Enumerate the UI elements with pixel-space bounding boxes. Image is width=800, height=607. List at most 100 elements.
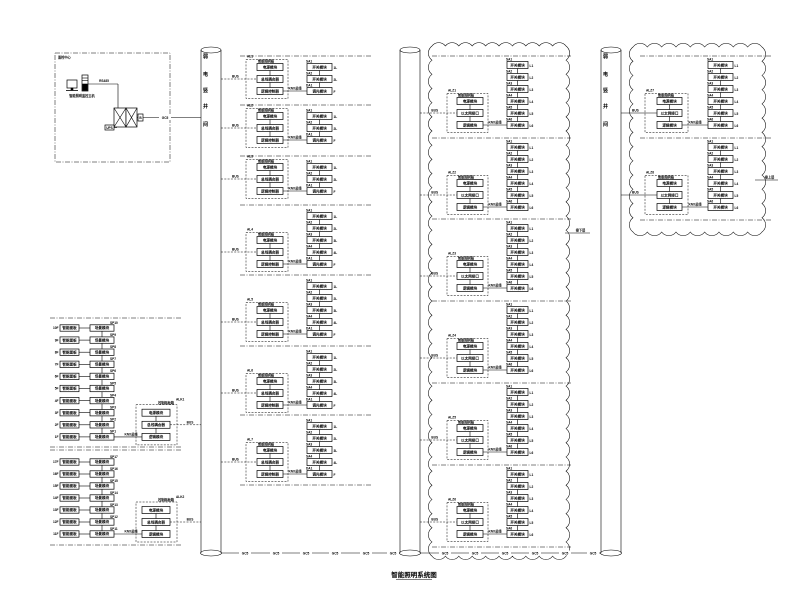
output-module-tag: SA1 — [306, 349, 312, 353]
output-module-tag: SA6 — [506, 117, 512, 121]
output-module-name: 开关模块 — [312, 176, 327, 181]
circuit-label: F — [334, 190, 336, 194]
panel-header: 智能照明箱 — [258, 232, 275, 237]
panel-group: 开关模块SA1L1开关模块SA2L2开关模块SA3L3开关模块SA4L4开关模块… — [420, 218, 571, 296]
circuit-label: 4L — [334, 321, 338, 325]
circuit-label: 1L — [334, 356, 338, 360]
output-module-tag: SA1 — [506, 139, 512, 143]
wall-panel-box — [59, 409, 80, 417]
circuit-label: L1 — [735, 146, 739, 150]
scene-module-label: 场景模块 — [95, 337, 110, 342]
circuit-label: F — [334, 404, 336, 408]
power-module: 电源模块 — [456, 179, 484, 187]
label-mask — [270, 550, 282, 556]
coupler-module-label: 总线耦合器 — [261, 319, 279, 324]
coupler-module: 以太网接口 — [456, 518, 484, 526]
output-module-name: 开关模块 — [510, 449, 525, 454]
circuit-label: 2L — [334, 437, 338, 441]
link-label: KNX总线 — [688, 120, 702, 125]
output-module-name: 开关模块 — [510, 249, 525, 254]
output-module-box — [506, 400, 529, 408]
output-module-box — [506, 318, 529, 326]
circuit-label: L6 — [530, 124, 534, 128]
output-module-tag: SA3 — [306, 373, 312, 377]
scene-module-box — [89, 458, 115, 466]
power-module-label: 电源模块 — [149, 507, 164, 512]
scene-module-label: 场景模块 — [95, 374, 110, 379]
wall-panel-label: 智能面板 — [61, 519, 77, 524]
circuit-label: 4L — [334, 251, 338, 255]
floor-label: 8F — [55, 350, 59, 354]
output-module-name: 开关模块 — [312, 225, 327, 230]
panel-group: 开关模块SA11L开关模块SA22L调光模块DA1FAL3智能照明箱电源模块总线… — [221, 155, 372, 199]
coupler-module-box — [256, 318, 284, 326]
link-label: KNX总线 — [688, 202, 702, 207]
circuit-label: L3 — [530, 88, 534, 92]
output-module-box — [306, 365, 333, 373]
wall-panel-label: 智能面板 — [61, 422, 77, 427]
revision-cloud — [428, 42, 570, 560]
output-module-name: 开关模块 — [510, 519, 525, 524]
output-module-name: 开关模块 — [312, 423, 327, 428]
coupler-module: 以太网接口 — [456, 354, 484, 362]
output-module-tag: SA5 — [506, 350, 512, 354]
output-module-tag: SA2 — [306, 220, 312, 224]
feed-label: BUS — [187, 421, 194, 425]
panel-header: 智能照明箱 — [458, 175, 475, 180]
output-module-name: 开关模块 — [312, 64, 327, 69]
output-module-box — [707, 97, 734, 105]
trunk-bus-label: GC5 — [329, 550, 341, 556]
output-module-name: 开关模块 — [510, 168, 525, 173]
output-module-box — [506, 248, 529, 256]
power-module-box — [256, 446, 284, 454]
label-mask — [529, 550, 541, 556]
wall-panel-box — [59, 324, 80, 332]
output-module-tag: SA1 — [306, 208, 312, 212]
power-module-box — [141, 506, 171, 514]
circuit-label: L3 — [530, 170, 534, 174]
coupler-module-label: 以太网接口 — [461, 437, 479, 442]
floor-label: 11F — [53, 532, 58, 536]
coupler-module-label: 总线耦合器 — [261, 176, 279, 181]
power-module-box — [456, 97, 484, 105]
link-label: KNX总线 — [488, 120, 502, 125]
circuit-label: L2 — [735, 158, 739, 162]
logic-module: 逻辑控制器 — [256, 87, 284, 95]
logic-module-label: 逻辑控制器 — [261, 402, 279, 407]
output-module-tag: SA1 — [306, 278, 312, 282]
power-module-label: 电源模块 — [263, 113, 278, 118]
panel-label: ALZ7 — [646, 89, 654, 93]
wall-panel-box — [59, 421, 80, 429]
panel-label: AL5 — [247, 298, 253, 302]
riser3-panels-column: 开关模块SA1L1开关模块SA2L2开关模块SA3L3开关模块SA4L4开关模块… — [621, 55, 778, 221]
power-module-box — [141, 408, 171, 417]
output-module-name: 开关模块 — [510, 204, 525, 209]
circuit-label: L5 — [735, 194, 739, 198]
output-module-tag: SA4 — [506, 93, 512, 97]
output-module-name: 调光模块 — [312, 261, 327, 266]
link-label: KNX总线 — [124, 529, 138, 534]
output-module-name: 开关模块 — [510, 285, 525, 290]
trunk-bus-label: GC5 — [469, 550, 481, 556]
power-module-label: 电源模块 — [263, 447, 278, 452]
trunk-label: GC5 — [162, 116, 169, 120]
feed-label: BUS — [431, 354, 438, 358]
output-module-box — [506, 506, 529, 514]
wall-panel-box — [59, 348, 80, 356]
output-module-name: 开关模块 — [510, 425, 525, 430]
